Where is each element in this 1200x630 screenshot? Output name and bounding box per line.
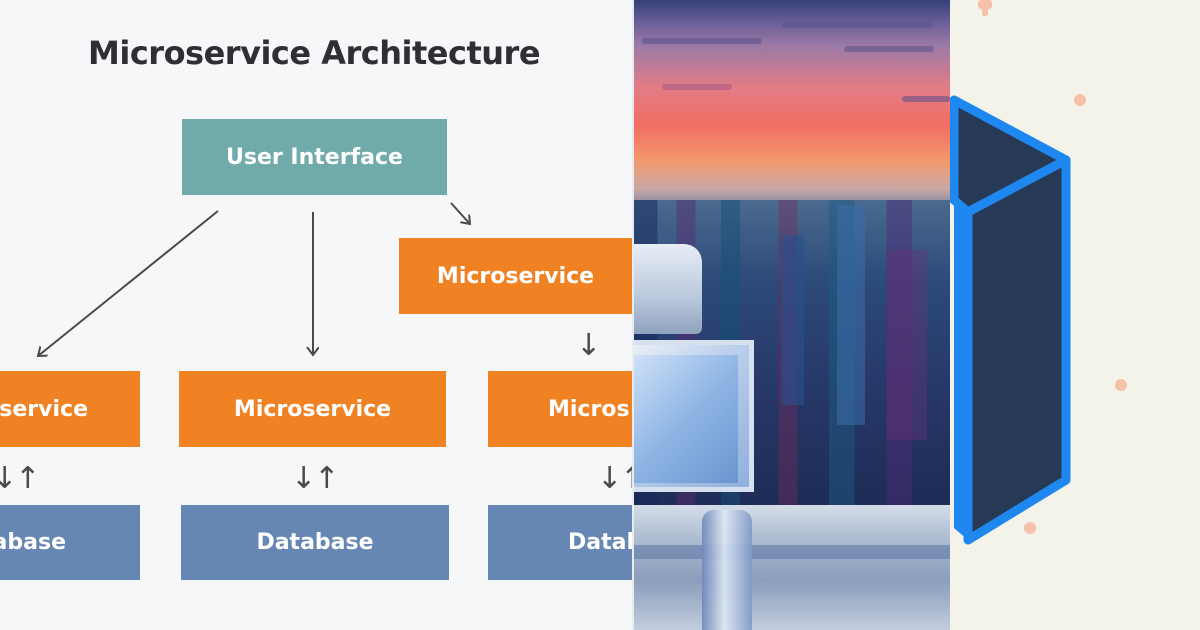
panel-divider: [632, 0, 634, 630]
painting-desk: [632, 505, 950, 630]
microservice-top-box: Microservice: [399, 238, 632, 314]
painting-cloud: [902, 96, 950, 102]
painting-monitor-screen: [632, 355, 738, 483]
microservice-top-label: Microservice: [436, 263, 595, 289]
database-center-box: Database: [181, 505, 449, 580]
database-left-box: abase: [0, 505, 140, 580]
painting-building: [887, 250, 927, 440]
isometric-illustration-panel: [950, 0, 1200, 630]
arrow-ui-to-left-microservice: [38, 210, 219, 356]
database-left-label: abase: [0, 530, 66, 555]
microservice-right-label: Micros: [548, 396, 630, 422]
sunset-city-painting: [632, 0, 950, 630]
painting-cloud: [782, 22, 932, 28]
painting-bottle: [702, 510, 752, 630]
painting-cloud: [662, 84, 732, 90]
microservice-center-label: Microservice: [233, 396, 392, 422]
user-interface-box: User Interface: [182, 119, 447, 195]
database-center-label: Database: [256, 530, 374, 555]
diagram-title: Microservice Architecture: [88, 34, 541, 72]
painting-device: [632, 244, 702, 334]
painting-desk-rail: [632, 545, 950, 559]
bidirectional-arrow-center: ↓↑: [291, 461, 339, 496]
arrow-ui-to-top-microservice: [450, 202, 470, 224]
microservice-right-box: Micros: [488, 371, 632, 447]
database-right-box: Datal: [488, 505, 632, 580]
bidirectional-arrow-left: ↓↑: [0, 461, 40, 496]
painting-building: [837, 205, 865, 425]
database-right-label: Datal: [568, 530, 632, 555]
bidirectional-arrow-right: ↓↑: [597, 461, 632, 496]
microservice-left-label: oservice: [0, 396, 88, 422]
microservice-center-box: Microservice: [179, 371, 446, 447]
decorative-dots: [978, 0, 1127, 534]
painting-monitor: [632, 340, 754, 492]
painting-building: [782, 235, 804, 405]
painting-cloud: [844, 46, 934, 52]
server-side-face: [963, 155, 1071, 545]
microservice-left-box: oservice: [0, 371, 140, 447]
down-arrow-top-microservice: ↓: [576, 328, 602, 363]
painting-cloud: [642, 38, 762, 44]
user-interface-label: User Interface: [226, 144, 403, 170]
architecture-diagram-panel: Microservice Architecture User Interface…: [0, 34, 632, 580]
painting-sky: [632, 0, 950, 230]
isometric-server-graphic: [950, 0, 1127, 545]
